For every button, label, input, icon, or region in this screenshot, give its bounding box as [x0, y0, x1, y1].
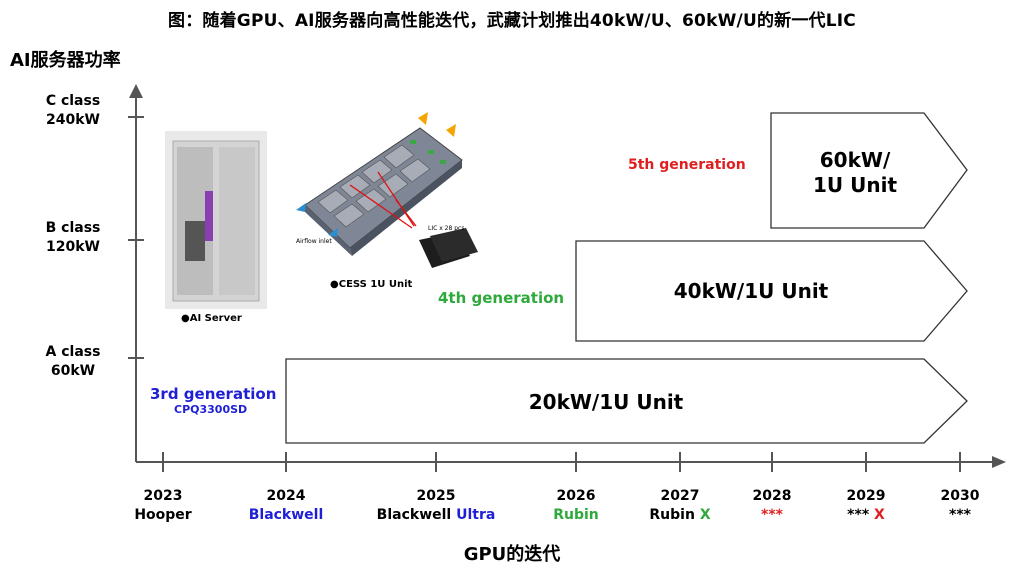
airflow-label: Airflow inlet: [296, 238, 332, 245]
gen3-sublabel: CPQ3300SD: [174, 403, 248, 416]
cess-unit-caption: ●CESS 1U Unit: [330, 279, 413, 290]
x-axis-title: GPU的迭代: [463, 544, 561, 565]
lic-label: LIC x 28 pcs: [428, 225, 465, 232]
x-axis-arrowhead: [992, 456, 1006, 468]
ai-server-image: [165, 131, 267, 309]
y-axis-arrowhead: [129, 84, 143, 98]
x-label-2030: 2030***: [940, 488, 980, 523]
gen3-arrow: [285, 358, 968, 444]
y-axis-title: AI服务器功率: [10, 50, 121, 71]
gen5-unit-text: 60kW/1U Unit: [812, 148, 897, 197]
x-label-2028: 2028***: [752, 488, 792, 523]
gen5-label: 5th generation: [628, 157, 746, 173]
gen4-unit-text: 40kW/1U Unit: [673, 279, 829, 303]
gen5-arrow: [770, 112, 968, 229]
gen4-arrow: [575, 240, 968, 342]
cess-unit-illustration: [296, 112, 478, 268]
figure-title: 图：随着GPU、AI服务器向高性能迭代，武藏计划推出40kW/U、60kW/U的…: [168, 11, 856, 31]
gen3-label: 3rd generation: [150, 385, 277, 403]
gen4-label: 4th generation: [438, 289, 565, 307]
gen3-unit-text: 20kW/1U Unit: [528, 390, 684, 414]
x-label-2029: 2029*** X: [846, 488, 886, 523]
ai-server-caption: ●AI Server: [181, 313, 242, 324]
